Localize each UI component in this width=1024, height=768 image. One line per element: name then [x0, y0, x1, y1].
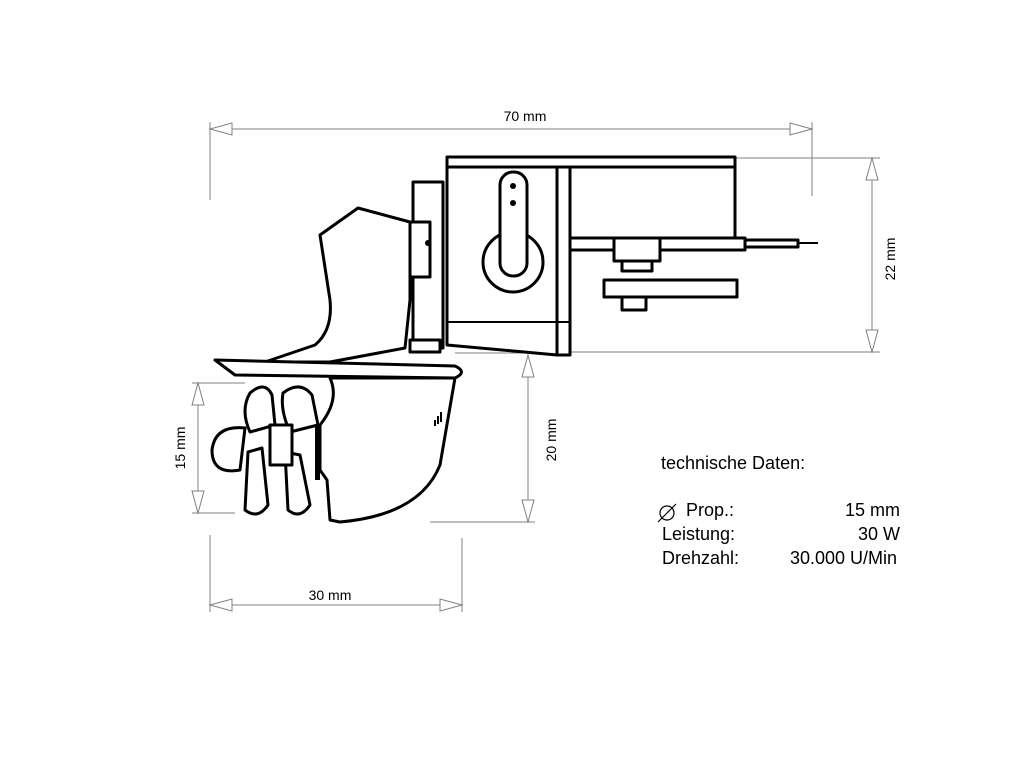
- propeller: [210, 385, 320, 516]
- dim-label-70mm: 70 mm: [504, 108, 547, 124]
- dim-label-20mm: 20 mm: [543, 419, 559, 462]
- spec-label-rpm: Drehzahl:: [662, 548, 740, 568]
- dimension-15mm: 15 mm: [172, 381, 245, 515]
- specs-title: technische Daten:: [661, 453, 806, 473]
- dimension-70mm: 70 mm: [208, 108, 814, 200]
- spec-value-prop: 15 mm: [844, 500, 900, 520]
- arrow-right: [789, 122, 814, 136]
- motor-housing: [406, 155, 737, 357]
- slot-arm: [498, 170, 529, 278]
- dim-label-15mm: 15 mm: [172, 427, 188, 470]
- anti-cavitation-plate: [213, 358, 463, 380]
- arrow-left: [208, 122, 233, 136]
- dimension-30mm: 30 mm: [208, 535, 464, 612]
- shaft-bracket: [568, 236, 818, 312]
- dim-label-22mm: 22 mm: [882, 238, 898, 281]
- screw-dot: [425, 240, 431, 246]
- spec-value-rpm: 30.000 U/Min: [789, 548, 897, 568]
- vent-marks: [434, 412, 442, 426]
- spec-label-power: Leistung:: [662, 524, 736, 544]
- dimension-20mm: 20 mm: [430, 352, 559, 524]
- spec-value-power: 30 W: [857, 524, 900, 544]
- dimension-22mm: 22 mm: [570, 156, 898, 354]
- gearcase: [318, 376, 457, 524]
- drive-leg: [213, 206, 463, 524]
- dim-label-30mm: 30 mm: [309, 587, 352, 603]
- diameter-icon: [657, 503, 677, 523]
- spec-label-prop: Prop.:: [686, 500, 735, 520]
